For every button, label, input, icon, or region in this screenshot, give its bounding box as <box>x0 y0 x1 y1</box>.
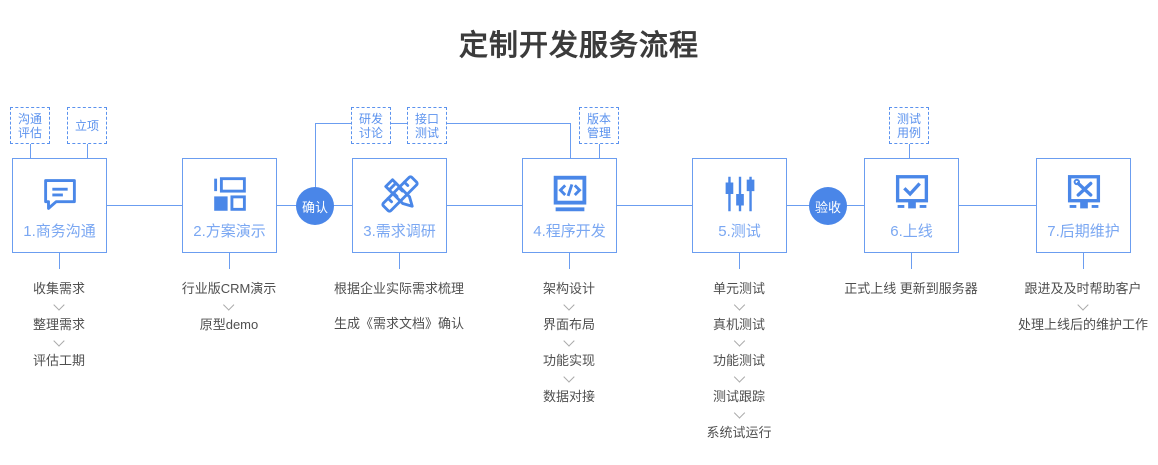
step-label: 3.需求调研 <box>363 222 436 240</box>
connector-line <box>570 123 571 158</box>
tag-interface-testing: 接口测试 <box>407 107 447 144</box>
chevron-down-icon <box>733 371 745 383</box>
list-item: 数据对接 <box>542 389 596 404</box>
connector-line <box>315 123 352 124</box>
check-monitor-icon <box>889 171 935 217</box>
connector-line <box>391 123 408 124</box>
list-item: 系统试运行 <box>706 425 772 440</box>
step-box-solution-demo: 2.方案演示 <box>182 158 277 253</box>
tag-rd-discussion: 研发讨论 <box>351 107 391 144</box>
list-item: 跟进及及时帮助客户 <box>1024 281 1142 296</box>
checklist-launch: 正式上线 更新到服务器 <box>844 278 978 300</box>
connector-line <box>315 123 316 189</box>
layout-icon <box>207 171 253 217</box>
checklist-solution-demo: 行业版CRM演示 原型demo <box>182 278 277 336</box>
step-label: 6.上线 <box>890 222 933 240</box>
list-item: 收集需求 <box>32 281 86 296</box>
connector-line <box>959 205 1036 206</box>
chevron-down-icon <box>563 299 575 311</box>
step-box-maintenance: 7.后期维护 <box>1036 158 1131 253</box>
connector-line <box>617 205 692 206</box>
step-label: 1.商务沟通 <box>23 222 96 240</box>
connector-line <box>909 144 910 158</box>
badge-acceptance: 验收 <box>809 187 847 225</box>
chevron-down-icon <box>53 335 65 347</box>
step-label: 7.后期维护 <box>1047 222 1120 240</box>
chat-bubble-icon <box>37 171 83 217</box>
connector-line <box>739 253 740 269</box>
step-label: 2.方案演示 <box>193 222 266 240</box>
tag-version-management: 版本管理 <box>579 107 619 144</box>
checklist-testing: 单元测试 真机测试 功能测试 测试跟踪 系统试运行 <box>706 278 771 444</box>
tag-test-cases: 测试用例 <box>889 107 929 144</box>
tag-project-initiation: 立项 <box>67 107 107 144</box>
sliders-icon <box>717 171 763 217</box>
tag-label: 立项 <box>74 118 99 133</box>
chevron-down-icon <box>733 407 745 419</box>
list-item: 真机测试 <box>712 317 766 332</box>
tools-monitor-icon <box>1061 171 1107 217</box>
tag-label: 测试用例 <box>896 111 921 140</box>
step-box-testing: 5.测试 <box>692 158 787 253</box>
checklist-program-development: 架构设计 界面布局 功能实现 数据对接 <box>543 278 595 408</box>
list-item: 单元测试 <box>712 281 766 296</box>
chevron-down-icon <box>563 335 575 347</box>
list-item: 行业版CRM演示 <box>181 281 277 296</box>
badge-label: 验收 <box>814 199 841 215</box>
connector-line <box>399 253 400 269</box>
tag-label: 接口测试 <box>414 111 439 140</box>
code-monitor-icon <box>547 171 593 217</box>
chevron-down-icon <box>53 299 65 311</box>
list-item: 功能测试 <box>712 353 766 368</box>
connector-line <box>229 253 230 269</box>
connector-line <box>569 253 570 269</box>
connector-line <box>107 205 182 206</box>
list-item: 测试跟踪 <box>712 389 766 404</box>
list-item: 处理上线后的维护工作 <box>1017 317 1149 332</box>
connector-line <box>447 205 522 206</box>
chevron-down-icon <box>733 335 745 347</box>
tag-label: 沟通评估 <box>17 111 42 140</box>
checklist-maintenance: 跟进及及时帮助客户 处理上线后的维护工作 <box>1018 278 1148 336</box>
connector-line <box>911 253 912 269</box>
connector-line <box>59 253 60 269</box>
list-item: 评估工期 <box>32 353 86 368</box>
badge-label: 确认 <box>301 199 328 215</box>
list-item: 生成《需求文档》确认 <box>333 316 465 331</box>
chevron-down-icon <box>1077 299 1089 311</box>
step-box-launch: 6.上线 <box>864 158 959 253</box>
checklist-requirements-research: 根据企业实际需求梳理 生成《需求文档》确认 <box>334 278 464 335</box>
list-item: 界面布局 <box>542 317 596 332</box>
list-item: 架构设计 <box>542 281 596 296</box>
connector-line <box>30 144 31 158</box>
ruler-pencil-icon <box>377 171 423 217</box>
connector-line <box>1083 253 1084 269</box>
connector-line <box>599 144 600 158</box>
chevron-down-icon <box>733 299 745 311</box>
list-item: 正式上线 更新到服务器 <box>844 281 978 296</box>
list-item: 根据企业实际需求梳理 <box>333 281 465 296</box>
checklist-business-communication: 收集需求 整理需求 评估工期 <box>33 278 85 372</box>
step-label: 5.测试 <box>718 222 761 240</box>
list-item: 原型demo <box>199 317 259 332</box>
list-item: 功能实现 <box>542 353 596 368</box>
step-box-requirements-research: 3.需求调研 <box>352 158 447 253</box>
badge-confirm: 确认 <box>296 187 334 225</box>
list-item: 整理需求 <box>32 317 86 332</box>
tag-communication-evaluation: 沟通评估 <box>10 107 50 144</box>
tag-label: 版本管理 <box>586 111 611 140</box>
tag-label: 研发讨论 <box>358 111 383 140</box>
step-box-business-communication: 1.商务沟通 <box>12 158 107 253</box>
connector-line <box>447 123 571 124</box>
connector-line <box>87 144 88 158</box>
page-title: 定制开发服务流程 <box>458 30 699 62</box>
chevron-down-icon <box>223 299 235 311</box>
chevron-down-icon <box>563 371 575 383</box>
step-label: 4.程序开发 <box>533 222 606 240</box>
step-box-program-development: 4.程序开发 <box>522 158 617 253</box>
